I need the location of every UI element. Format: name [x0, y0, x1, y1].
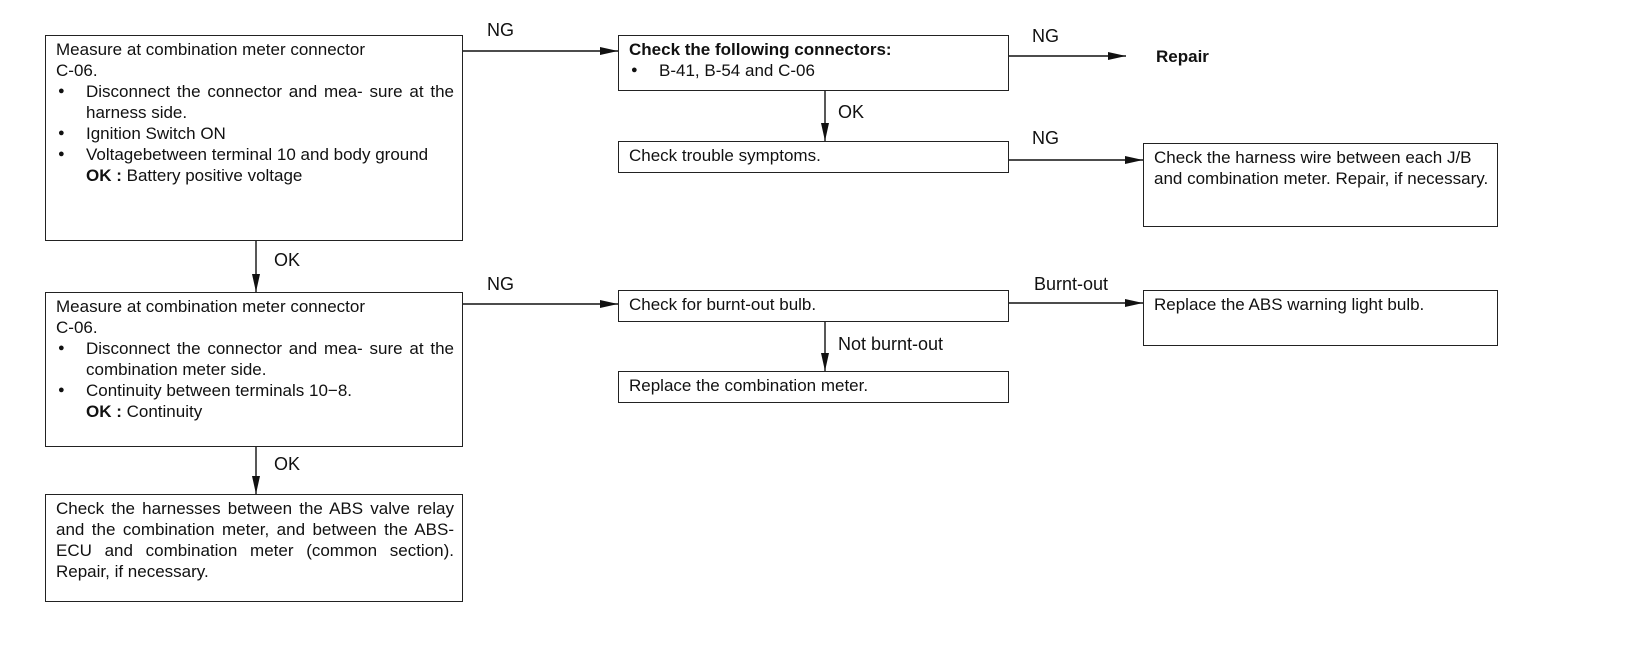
- measure-voltage-box: Measure at combination meter connector C…: [45, 35, 463, 241]
- edge-label-ng-2: NG: [1032, 26, 1059, 46]
- measure-voltage-title: Measure at combination meter connector: [56, 40, 365, 59]
- measure-continuity-box: Measure at combination meter connector C…: [45, 292, 463, 447]
- check-harnesses-text: Check the harnesses between the ABS valv…: [56, 499, 454, 581]
- check-harness-wire-box: Check the harness wire between each J/B …: [1143, 143, 1498, 227]
- measure-continuity-title-2: C-06.: [56, 318, 98, 337]
- check-harnesses-box: Check the harnesses between the ABS valv…: [45, 494, 463, 602]
- ok-value: Continuity: [126, 402, 203, 421]
- measure-continuity-title: Measure at combination meter connector: [56, 297, 365, 316]
- measure-continuity-bullet-1: Disconnect the connector and mea- sure a…: [56, 338, 454, 380]
- replace-meter-text: Replace the combination meter.: [629, 376, 869, 395]
- check-bulb-box: Check for burnt-out bulb.: [618, 290, 1009, 322]
- edge-label-ng-3: NG: [1032, 128, 1059, 148]
- edge-label-ng-1: NG: [487, 20, 514, 40]
- check-bulb-text: Check for burnt-out bulb.: [629, 295, 817, 314]
- check-connectors-bullet: B-41, B-54 and C-06: [629, 60, 1000, 81]
- measure-voltage-bullet-1: Disconnect the connector and mea- sure a…: [56, 81, 454, 123]
- ok-key: OK :: [86, 166, 122, 185]
- measure-continuity-ok: OK : Continuity: [56, 401, 454, 422]
- check-symptoms-text: Check trouble symptoms.: [629, 146, 821, 165]
- edge-label-not-burnt-out: Not burnt-out: [838, 334, 944, 354]
- check-harness-wire-text: Check the harness wire between each J/B …: [1154, 148, 1489, 188]
- ok-value: Battery positive voltage: [126, 166, 303, 185]
- replace-bulb-text: Replace the ABS warning light bulb.: [1154, 295, 1425, 314]
- measure-continuity-bullet-2: Continuity between terminals 10−8.: [56, 380, 454, 401]
- edge-label-ng-4: NG: [487, 274, 514, 294]
- measure-voltage-bullet-3: Voltagebetween terminal 10 and body grou…: [56, 144, 454, 165]
- replace-meter-box: Replace the combination meter.: [618, 371, 1009, 403]
- edge-label-ok-1: OK: [838, 102, 865, 122]
- edge-label-burnt-out: Burnt-out: [1034, 274, 1109, 294]
- repair-terminal: Repair: [1156, 47, 1209, 66]
- replace-bulb-box: Replace the ABS warning light bulb.: [1143, 290, 1498, 346]
- check-connectors-title: Check the following connectors:: [629, 40, 892, 59]
- check-connectors-box: Check the following connectors: B-41, B-…: [618, 35, 1009, 91]
- measure-voltage-title-2: C-06.: [56, 61, 98, 80]
- measure-voltage-bullet-2: Ignition Switch ON: [56, 123, 454, 144]
- ok-key: OK :: [86, 402, 122, 421]
- measure-voltage-ok: OK : Battery positive voltage: [56, 165, 454, 186]
- edge-label-ok-3: OK: [274, 454, 301, 474]
- check-symptoms-box: Check trouble symptoms.: [618, 141, 1009, 173]
- edge-label-ok-2: OK: [274, 250, 301, 270]
